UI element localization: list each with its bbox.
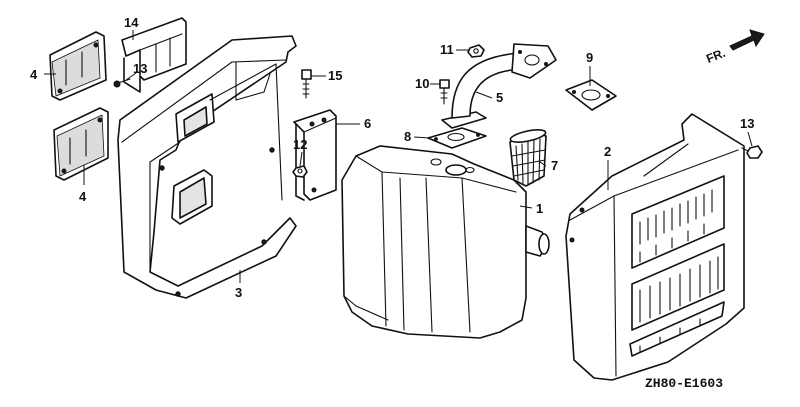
leader-lines <box>44 30 753 283</box>
callout-5: 5 <box>496 90 503 105</box>
callout-14: 14 <box>124 15 139 30</box>
callout-7: 7 <box>551 158 558 173</box>
muffler-stay <box>293 109 337 201</box>
muffler-cover <box>117 35 297 299</box>
bolt-10 <box>439 79 450 105</box>
nut-12 <box>292 165 308 178</box>
callout-9: 9 <box>586 50 593 65</box>
callout-1: 1 <box>536 201 543 216</box>
callout-10: 10 <box>415 76 429 91</box>
callout-13-left: 13 <box>133 61 147 76</box>
diagram-code: ZH80-E1603 <box>645 376 723 391</box>
callout-2: 2 <box>604 144 611 159</box>
gasket-8 <box>427 127 487 149</box>
callout-13-right: 13 <box>740 116 754 131</box>
exhaust-pipe <box>441 43 557 129</box>
callout-3: 3 <box>235 285 242 300</box>
callout-15: 15 <box>328 68 342 83</box>
bolt-15 <box>301 69 312 99</box>
callout-6: 6 <box>364 116 371 131</box>
muffler-protector <box>565 113 745 381</box>
direction-arrow-icon <box>729 29 765 51</box>
callout-4-upper: 4 <box>30 67 38 82</box>
nut-11 <box>467 44 485 58</box>
heat-insulator-plate-upper <box>49 31 107 101</box>
callout-12: 12 <box>293 137 307 152</box>
screw-right <box>741 145 763 159</box>
callout-labels: 1 2 3 4 4 5 6 7 8 9 10 11 12 13 13 14 15 <box>30 15 754 300</box>
screw-left <box>113 78 131 88</box>
spark-arrester-screen <box>509 129 547 187</box>
heat-insulator-plate-lower <box>53 107 109 181</box>
callout-11: 11 <box>440 42 454 57</box>
callout-8: 8 <box>404 129 411 144</box>
gasket-9 <box>565 79 617 111</box>
bracket <box>121 17 187 93</box>
callout-4-lower: 4 <box>79 189 87 204</box>
muffler <box>341 145 550 339</box>
front-direction-indicator: FR. <box>704 29 765 66</box>
protector-louvers <box>629 175 725 357</box>
direction-label: FR. <box>704 46 727 66</box>
